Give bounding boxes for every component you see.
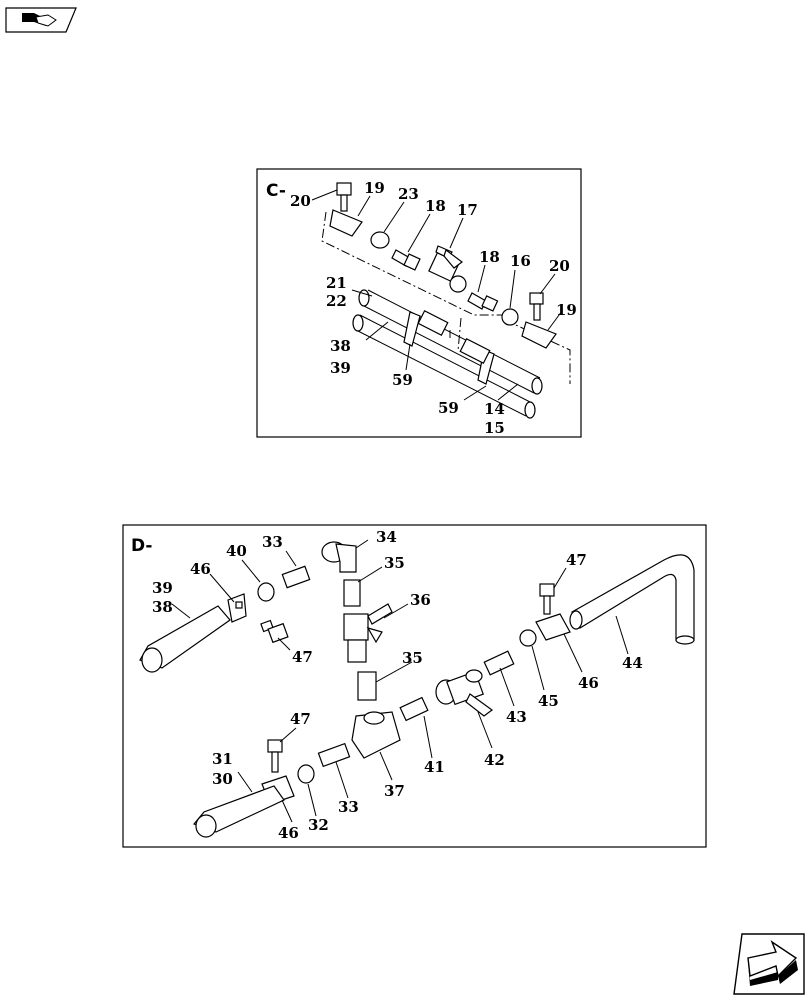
panel-c-title: C- <box>266 181 286 201</box>
callout-19: 19 <box>364 179 385 197</box>
callout-18: 18 <box>479 248 500 266</box>
bolt-part <box>260 619 289 644</box>
callout-20: 20 <box>290 192 311 210</box>
callout-38: 38 <box>330 337 351 355</box>
callout-17: 17 <box>457 201 478 219</box>
hose-part <box>192 785 285 838</box>
callout-33: 33 <box>338 798 359 816</box>
callout-16: 16 <box>510 252 531 270</box>
bolt-part <box>529 292 544 321</box>
clamp-part <box>370 231 390 249</box>
callout-41: 41 <box>424 758 445 776</box>
callout-47: 47 <box>290 710 311 728</box>
callout-18: 18 <box>425 197 446 215</box>
callout-59: 59 <box>438 399 459 417</box>
elbow-part <box>321 541 357 573</box>
nipple-part <box>483 650 515 676</box>
next-page-arrow-icon[interactable] <box>733 933 805 995</box>
callout-22: 22 <box>326 292 347 310</box>
callout-46: 46 <box>578 674 599 692</box>
callout-32: 32 <box>308 816 329 834</box>
clip-hole <box>235 601 243 609</box>
callout-23: 23 <box>398 185 419 203</box>
callout-45: 45 <box>538 692 559 710</box>
callout-31: 31 <box>212 750 233 768</box>
callout-46: 46 <box>278 824 299 842</box>
callout-47: 47 <box>566 551 587 569</box>
valve-part <box>428 245 467 293</box>
band-clamp-part <box>477 349 495 385</box>
book-with-arrow-icon[interactable] <box>5 7 77 33</box>
callout-39: 39 <box>330 359 351 377</box>
callout-15: 15 <box>484 419 505 437</box>
clip-part <box>329 209 363 237</box>
callout-46: 46 <box>190 560 211 578</box>
clamp-part <box>501 308 519 326</box>
hose-part <box>139 605 231 673</box>
nipple-part <box>391 249 421 271</box>
callout-21: 21 <box>326 274 347 292</box>
callout-39: 39 <box>152 579 173 597</box>
panel-c: C- <box>256 168 582 438</box>
callout-43: 43 <box>506 708 527 726</box>
panel-d-frame <box>122 524 707 848</box>
band-clamp-part <box>403 311 421 347</box>
nipple-part <box>281 565 311 589</box>
callout-34: 34 <box>376 528 397 546</box>
hose-part <box>569 554 695 645</box>
callout-20: 20 <box>549 257 570 275</box>
clip-part <box>521 321 557 349</box>
callout-59: 59 <box>392 371 413 389</box>
clamp-part <box>297 764 315 784</box>
tube-insert-part <box>459 338 491 364</box>
nipple-part <box>467 292 499 312</box>
nipple-part <box>399 696 429 722</box>
panel-d: D- <box>122 524 707 848</box>
callout-38: 38 <box>152 598 173 616</box>
hose-part <box>352 289 543 419</box>
clip-part <box>535 613 571 641</box>
callout-19: 19 <box>556 301 577 319</box>
nipple-part <box>317 742 351 768</box>
callout-37: 37 <box>384 782 405 800</box>
callout-40: 40 <box>226 542 247 560</box>
callout-42: 42 <box>484 751 505 769</box>
clamp-part <box>519 629 537 647</box>
clamp-part <box>257 582 275 602</box>
bolt-part <box>336 182 352 212</box>
tube-insert-part <box>417 310 449 336</box>
callout-35: 35 <box>402 649 423 667</box>
panel-c-frame <box>256 168 582 438</box>
valve-part <box>343 603 393 663</box>
callout-36: 36 <box>410 591 431 609</box>
panel-d-title: D- <box>131 536 152 556</box>
callout-44: 44 <box>622 654 643 672</box>
callout-30: 30 <box>212 770 233 788</box>
bolt-part <box>267 739 283 773</box>
bolt-part <box>539 583 555 615</box>
callout-14: 14 <box>484 400 505 418</box>
tee-part <box>351 711 401 759</box>
nipple-part <box>357 671 377 701</box>
nipple-part <box>343 579 361 607</box>
callout-35: 35 <box>384 554 405 572</box>
callout-47: 47 <box>292 648 313 666</box>
callout-33: 33 <box>262 533 283 551</box>
valve-part <box>435 669 494 717</box>
